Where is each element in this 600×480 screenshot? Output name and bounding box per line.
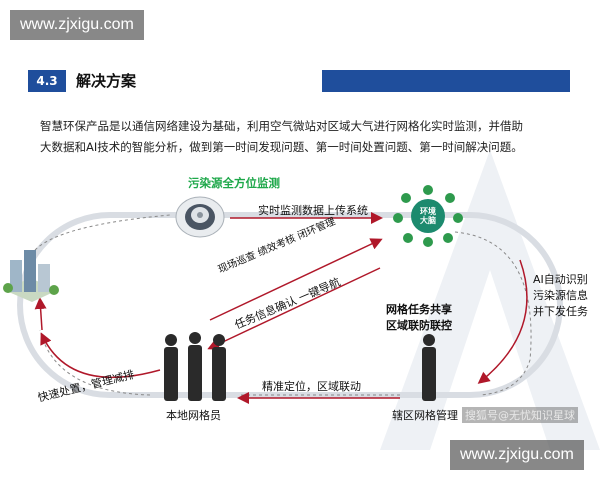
watermark-bottom: www.zjxigu.com [450, 440, 584, 470]
upload-label: 实时监测数据上传系统 [258, 204, 368, 217]
city-buildings-icon [3, 250, 59, 302]
local-staff-label: 本地网格员 [166, 409, 221, 422]
section-header-bar [322, 70, 570, 92]
arrow-left-up [34, 297, 47, 331]
environment-brain-icon [393, 185, 463, 247]
intro-paragraph: 智慧环保产品是以通信网络建设为基础，利用空气微站对区域大气进行网格化实时监测，并… [40, 116, 600, 158]
arrow-patrol [209, 238, 383, 321]
ai-line-1: AI自动识别 [533, 273, 588, 286]
district-manager-label: 辖区网格管理 [392, 409, 458, 422]
source-credit: 搜狐号@无忧知识星球 [462, 407, 578, 423]
ai-label: AI自动识别 污染源信息 并下发任务 [533, 272, 588, 320]
air-sensor-icon [175, 196, 225, 238]
ai-line-2: 污染源信息 [533, 289, 588, 302]
hub-label: 环境大脑 [420, 207, 436, 225]
arrow-ai [477, 259, 528, 384]
intro-line-1: 智慧环保产品是以通信网络建设为基础，利用空气微站对区域大气进行网格化实时监测，并… [40, 119, 523, 133]
arrow-confirm [207, 267, 381, 350]
ai-line-3: 并下发任务 [533, 305, 588, 318]
locate-label: 精准定位，区域联动 [262, 380, 361, 393]
grid-task-line-2: 区域联防联控 [386, 319, 452, 332]
section-title: 解决方案 [76, 72, 137, 90]
watermark-top: www.zjxigu.com [10, 10, 144, 40]
grid-task-label: 网格任务共享 区域联防联控 [386, 302, 452, 334]
section-number: 4.3 [28, 70, 66, 92]
intro-line-2: 大数据和AI技术的智能分析，做到第一时间发现问题、第一时间处置问题、第一时间解决… [40, 140, 523, 154]
grid-task-line-1: 网格任务共享 [386, 303, 452, 316]
monitor-title: 污染源全方位监测 [188, 176, 280, 190]
arrow-dispose [40, 332, 161, 379]
district-manager-figure [422, 334, 436, 401]
local-staff-figures [164, 332, 226, 401]
